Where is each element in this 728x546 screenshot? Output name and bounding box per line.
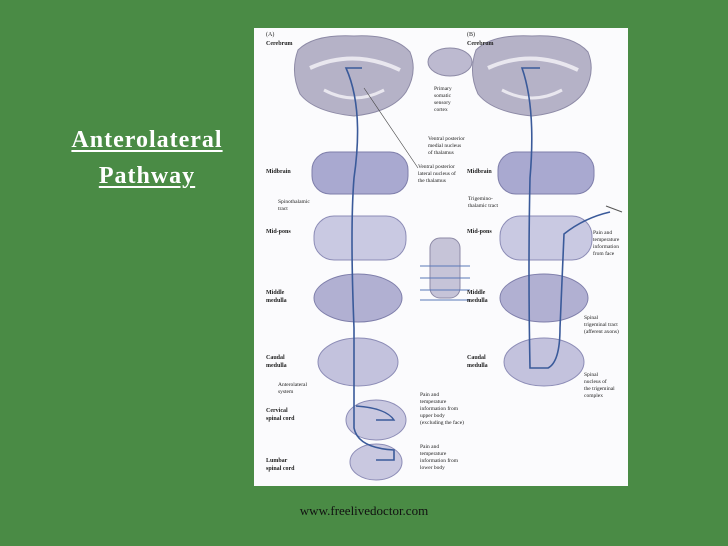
right-level-caudal-medulla: medulla (467, 363, 488, 369)
svg-text:lateral nucleus of: lateral nucleus of (418, 170, 456, 177)
footer-url: www.freelivedoctor.com (299, 503, 429, 518)
label-pain-face: Pain and temperature information from fa… (593, 230, 620, 257)
left-level-lumbar-cord: spinal cord (266, 466, 295, 472)
right-level-midpons: Mid-pons (467, 229, 492, 235)
svg-text:tract: tract (278, 206, 288, 212)
left-level-midpons: Mid-pons (266, 229, 291, 235)
svg-text:information from: information from (420, 457, 459, 464)
svg-text:(afferent axons): (afferent axons) (584, 328, 619, 335)
svg-text:the trigeminal: the trigeminal (584, 386, 615, 392)
left-midpons-section (313, 215, 407, 261)
left-cerebrum-section (294, 35, 414, 117)
right-cerebrum-section (472, 35, 592, 117)
svg-text:medial nucleus: medial nucleus (428, 143, 461, 149)
svg-text:sensory: sensory (434, 100, 451, 106)
slide-title: Anterolateral Pathway (52, 122, 242, 194)
svg-text:from face: from face (593, 250, 615, 257)
title-line-2: Pathway (98, 163, 196, 189)
svg-text:Ventral posterior: Ventral posterior (418, 164, 455, 170)
panel-b-label: (B) (467, 31, 475, 38)
left-middle-medulla-section (313, 273, 403, 323)
anterolateral-pathway-figure: (A) Cerebrum Midbrain Mid-pons Middle me… (254, 28, 628, 486)
svg-text:trigeminal tract: trigeminal tract (584, 322, 618, 328)
svg-text:thalamic tract: thalamic tract (468, 203, 499, 209)
svg-text:information: information (593, 243, 619, 250)
left-caudal-medulla-section (317, 337, 399, 387)
right-level-cerebrum: Cerebrum (467, 41, 494, 47)
svg-text:temperature: temperature (593, 237, 620, 243)
svg-text:(excluding the face): (excluding the face) (420, 419, 464, 426)
svg-text:information from: information from (420, 405, 459, 412)
panel-a-label: (A) (266, 31, 274, 38)
svg-text:Spinal: Spinal (584, 372, 599, 378)
svg-text:temperature: temperature (420, 451, 447, 457)
label-spinal-nucleus: Spinal nucleus of the trigeminal complex (584, 372, 615, 399)
spinothalamic-pathway (344, 67, 395, 461)
label-spinal-trigeminal-tract: Spinal trigeminal tract (afferent axons) (584, 315, 619, 335)
title-line-1: Anterolateral (71, 127, 223, 153)
label-pain-upper-body: Pain and temperature information from up… (420, 392, 464, 426)
right-level-middle: Middle (467, 290, 486, 296)
label-vpl-nucleus: Ventral posterior lateral nucleus of the… (418, 164, 456, 184)
svg-text:nucleus of: nucleus of (584, 378, 607, 385)
left-level-cervical-cord: spinal cord (266, 416, 295, 422)
svg-text:lower body: lower body (420, 465, 445, 471)
left-level-caudal-medulla: medulla (266, 363, 287, 369)
right-level-caudal: Caudal (467, 355, 486, 361)
svg-text:upper body: upper body (420, 413, 445, 419)
label-trigeminothalamic-tract: Trigemino- thalamic tract (468, 196, 499, 209)
brainstem-inset (420, 237, 470, 301)
right-level-midbrain: Midbrain (467, 169, 492, 175)
svg-text:complex: complex (584, 393, 603, 399)
svg-text:somatic: somatic (434, 93, 452, 99)
lumbar-cord-section (349, 443, 403, 481)
right-caudal-medulla-section (503, 337, 585, 387)
brain-inset (427, 47, 473, 77)
label-primary-cortex: Primary somatic sensory cortex (434, 86, 452, 113)
left-level-lumbar: Lumbar (266, 458, 288, 464)
label-spinothalamic-tract: Spinothalamic tract (278, 199, 310, 212)
svg-text:Anterolateral: Anterolateral (278, 382, 307, 388)
svg-text:system: system (278, 389, 294, 395)
left-level-medulla: medulla (266, 298, 287, 304)
left-level-midbrain: Midbrain (266, 169, 291, 175)
svg-text:Trigemino-: Trigemino- (468, 196, 493, 202)
svg-text:Pain and: Pain and (420, 392, 439, 398)
left-level-middle: Middle (266, 290, 285, 296)
left-level-caudal: Caudal (266, 355, 285, 361)
right-midpons-section (499, 215, 593, 261)
svg-text:Primary: Primary (434, 86, 452, 92)
svg-text:Spinothalamic: Spinothalamic (278, 199, 310, 205)
right-midbrain-section (497, 151, 595, 195)
right-middle-medulla-section (499, 273, 589, 323)
svg-text:Pain and: Pain and (420, 444, 439, 450)
svg-text:cortex: cortex (434, 107, 448, 113)
left-midbrain-section (311, 151, 409, 195)
left-level-cervical: Cervical (266, 408, 288, 414)
left-level-cerebrum: Cerebrum (266, 41, 293, 47)
label-anterolateral-system: Anterolateral system (278, 382, 307, 395)
pathway-diagram: (A) Cerebrum Midbrain Mid-pons Middle me… (266, 31, 623, 481)
right-level-medulla: medulla (467, 298, 488, 304)
label-pain-lower-body: Pain and temperature information from lo… (420, 444, 459, 471)
svg-text:Pain and: Pain and (593, 230, 612, 236)
svg-text:temperature: temperature (420, 399, 447, 405)
label-vpm-nucleus: Ventral posterior medial nucleus of thal… (428, 136, 465, 156)
svg-text:the thalamus: the thalamus (418, 178, 446, 184)
svg-text:Ventral posterior: Ventral posterior (428, 136, 465, 142)
svg-text:of thalamus: of thalamus (428, 149, 454, 156)
svg-text:Spinal: Spinal (584, 315, 599, 321)
trigeminothalamic-pathway (520, 67, 611, 369)
